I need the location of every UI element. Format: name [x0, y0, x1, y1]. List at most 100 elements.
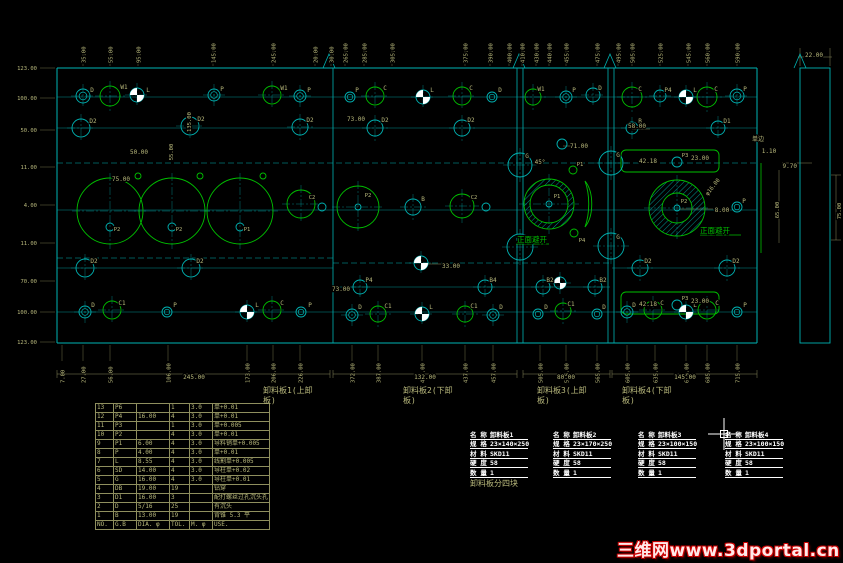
svg-text:245.00: 245.00 — [183, 374, 205, 381]
table-cell: G — [113, 475, 137, 485]
svg-text:560.00: 560.00 — [706, 43, 712, 63]
svg-text:B4: B4 — [489, 277, 497, 284]
svg-text:C: C — [280, 300, 284, 307]
svg-text:35.00: 35.00 — [82, 46, 88, 63]
svg-text:9.70: 9.70 — [783, 163, 798, 170]
svg-text:505.00: 505.00 — [539, 363, 545, 383]
svg-text:437.00: 437.00 — [464, 363, 470, 383]
table-cell: SD — [113, 466, 137, 476]
svg-text:45°: 45° — [535, 159, 546, 166]
svg-text:P2: P2 — [114, 227, 121, 233]
spec-label: 数 量 — [725, 468, 742, 477]
svg-text:D: D — [602, 304, 606, 311]
spec-value: 58 — [573, 459, 581, 467]
svg-text:D: D — [90, 87, 94, 94]
spec-label: 材 料 — [725, 449, 742, 458]
svg-text:正面避开: 正面避开 — [700, 225, 730, 235]
crosshair-cursor — [708, 418, 740, 450]
table-cell: G.B — [113, 520, 137, 530]
spec-value: 23×170×250 — [573, 440, 613, 448]
svg-text:545.00: 545.00 — [565, 363, 571, 383]
drawing-geometry — [56, 48, 841, 344]
svg-text:590.00: 590.00 — [736, 43, 742, 63]
svg-text:440.00: 440.00 — [548, 43, 554, 63]
spec-value: 1 — [490, 468, 494, 477]
svg-text:27.00: 27.00 — [82, 366, 88, 383]
table-cell: P — [113, 448, 137, 458]
spec-label: 规 格 — [725, 440, 742, 448]
spec-label: 材 料 — [638, 449, 655, 458]
table-cell: 16.00 — [136, 493, 170, 503]
svg-text:W1: W1 — [280, 85, 288, 92]
svg-text:L: L — [146, 87, 150, 94]
svg-text:P: P — [355, 87, 359, 94]
svg-text:715.00: 715.00 — [736, 363, 742, 383]
svg-text:P: P — [743, 302, 747, 309]
svg-text:75.00: 75.00 — [112, 176, 130, 183]
spec-row: 名 称卸料板4 — [725, 430, 783, 440]
svg-text:C2: C2 — [471, 195, 478, 201]
svg-text:B: B — [421, 196, 425, 203]
svg-text:457.00: 457.00 — [492, 363, 498, 383]
table-cell: 5/16 — [136, 502, 170, 512]
svg-text:D2: D2 — [196, 258, 204, 265]
svg-text:95.00: 95.00 — [137, 46, 143, 63]
svg-text:30.00: 30.00 — [330, 46, 336, 63]
svg-text:80.00: 80.00 — [557, 374, 575, 381]
table-cell: 单+0.01 — [211, 403, 271, 413]
spec-label: 数 量 — [638, 468, 655, 477]
table-cell — [136, 421, 170, 431]
table-cell: 12 — [95, 412, 114, 422]
spec-value: SKD11 — [490, 449, 510, 458]
table-cell: 单+0.005 — [211, 421, 271, 431]
spec-label: 名 称 — [638, 430, 655, 439]
spec-label: 数 量 — [553, 468, 570, 477]
svg-text:430.00: 430.00 — [535, 43, 541, 63]
svg-text:375.00: 375.00 — [464, 43, 470, 63]
spec-value: 卸料板4 — [745, 430, 769, 439]
svg-text:W1: W1 — [537, 86, 545, 93]
spec-value: 58 — [490, 459, 498, 467]
svg-text:D2: D2 — [306, 117, 314, 124]
table-cell: 3.0 — [189, 412, 213, 422]
spec-value: SKD11 — [573, 449, 593, 458]
svg-text:C: C — [383, 85, 387, 92]
svg-text:23.00: 23.00 — [691, 298, 709, 305]
svg-text:56.00: 56.00 — [109, 366, 115, 383]
table-cell: 3.0 — [189, 466, 213, 476]
svg-text:D2: D2 — [90, 258, 98, 265]
spec-label: 硬 度 — [725, 459, 742, 467]
table-cell: 1 — [169, 403, 190, 413]
svg-text:475.00: 475.00 — [596, 43, 602, 63]
table-cell: 1 — [95, 511, 114, 521]
table-cell: P6 — [113, 403, 137, 413]
svg-text:7.00: 7.00 — [61, 370, 67, 383]
table-cell: 导料销单+0.005 — [211, 439, 271, 449]
table-cell: 3.0 — [189, 439, 213, 449]
svg-text:G: G — [616, 234, 620, 241]
svg-text:D2: D2 — [89, 118, 97, 125]
svg-text:42.18: 42.18 — [639, 158, 657, 165]
svg-text:495.00: 495.00 — [617, 43, 623, 63]
svg-text:305.00: 305.00 — [391, 43, 397, 63]
spec-label: 名 称 — [470, 430, 487, 439]
table-cell: D — [113, 502, 137, 512]
table-cell: 13 — [95, 403, 114, 413]
svg-text:L: L — [693, 302, 697, 309]
